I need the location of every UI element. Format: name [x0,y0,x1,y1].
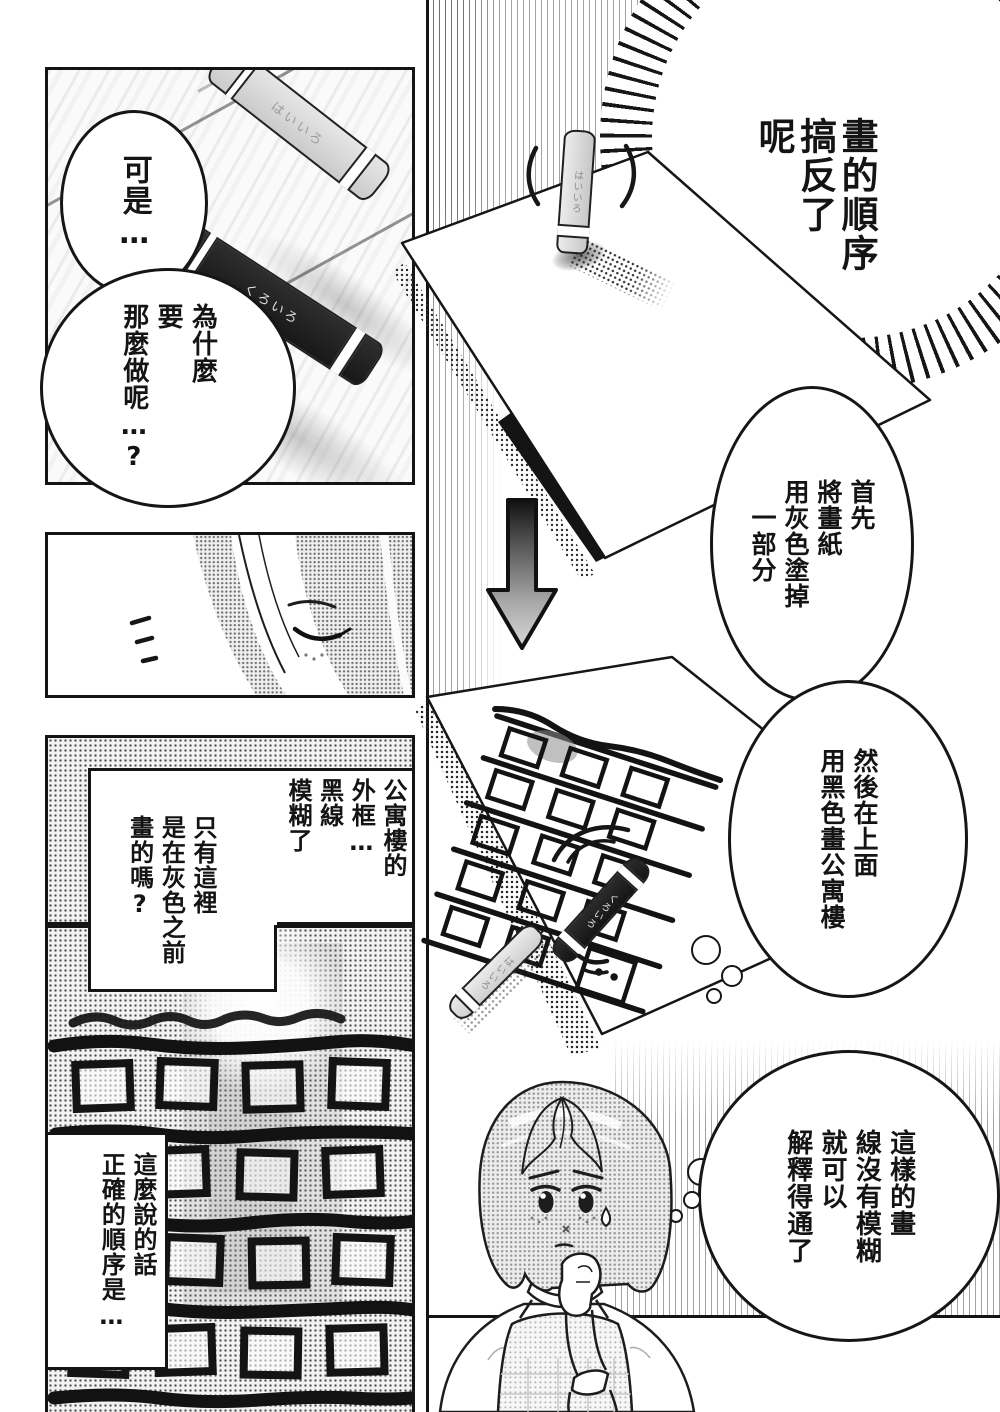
bang-strand [258,535,300,658]
silence-dash-icon [140,655,159,664]
freckle [320,653,324,657]
floor-band [48,1388,412,1409]
freckle [304,653,308,657]
crayon-wrapper-band [224,70,261,100]
hair-gap [380,535,412,695]
thought-bump [691,935,721,965]
bang-strand [238,535,286,674]
motion-tick-icon [576,953,610,965]
face-closeup-art [129,535,412,695]
table-edge-line [429,1315,1000,1318]
speech-bubble-why-text: 為什麼 要 那麼做呢…? [118,303,218,473]
speech-bubble-first-text: 首先 將畫紙 用灰色塗掉 一部分 [748,479,876,609]
forearm [564,1309,608,1377]
silence-dash-icon [129,615,152,626]
bang-right [559,1096,603,1173]
crayon-wrapper-band [328,326,368,377]
eyelash [338,627,352,637]
speech-bubble-why: 為什麼 要 那麼做呢…? [40,268,296,508]
sweat-drop [600,1206,612,1228]
crayon-wrapper-band [556,223,590,240]
upper-lash [571,1184,602,1192]
wobble-arcs-black-crayon [551,825,631,864]
thought-dot [721,965,743,987]
thought-bubble-then: 然後在上面 用黑色畫公寓樓 [728,680,968,998]
eye [578,1191,594,1213]
building-drawing [421,706,724,1015]
apron-straps [518,1299,610,1319]
sleeve-cuff [570,1369,610,1396]
girl-hair [478,1080,673,1293]
crayon-scribble [68,1009,346,1030]
crayon-wrapper-band [337,146,377,191]
nose-mark [562,1225,570,1233]
crayon-wrapper-band [616,863,645,892]
caption-box-question [88,768,412,925]
motion-arc-icon [619,143,637,209]
eyebrow [572,1169,604,1180]
bang-strand [559,1099,565,1149]
drawing-windows [440,725,671,1006]
burst-text: 畫的順序 搞反了 呢 [752,117,879,273]
paper-shadow-band [395,263,595,578]
floor-band [48,1034,412,1055]
thought-dot [683,1191,701,1209]
gray-crayon: はいいろ [203,70,395,205]
speech-bubble-first: 首先 將畫紙 用灰色塗掉 一部分 [710,386,914,702]
bang-left [521,1096,565,1175]
mouth [554,1243,574,1248]
panel-drawing-closeup [45,925,415,1412]
caption-box-bottom-edge [277,922,412,925]
closed-eye [292,626,343,642]
thought-bubble-then-text: 然後在上面 用黑色畫公寓樓 [817,748,879,930]
caption-box-question-tail [88,925,277,992]
sleeve [567,1389,619,1412]
caption-outline-text: 公寓樓的 外框… 黑線 模糊了 [283,778,407,878]
thought-bubble-explain-text: 這樣的畫 線沒有模糊 就可以 解釋得通了 [782,1128,916,1264]
motion-tick-icon [581,967,609,975]
caption-order-text: 這麼說的話 正確的順序是… [97,1152,157,1331]
thought-dot [706,988,722,1004]
gray-crayon-label: はいいろ [267,98,328,151]
speech-bubble-but: 可是… [60,110,208,296]
tick-marks [576,953,610,975]
floor-band [49,1124,412,1145]
caption-only-here-text: 只有這裡 是在灰色之前 畫的嗎? [125,815,217,965]
girl-portrait [438,1080,696,1412]
freckle [312,657,316,661]
finger-lines [576,1265,593,1283]
panel-face-closeup [45,532,415,698]
eyebrow [287,600,337,609]
eye-highlight [580,1193,586,1199]
face-skin [231,535,348,695]
paper-shadow-band [415,700,601,1056]
motion-arc-icon [551,825,631,863]
motion-arc-icon [566,839,616,864]
paper-edge-taper [498,412,606,562]
upper-lash [530,1184,561,1192]
freckles [530,1216,596,1224]
caption-box-order [48,1132,168,1370]
eye-highlight [540,1193,546,1199]
crayon-drawing-art [48,928,412,1409]
speech-bubble-but-text: 可是… [116,154,152,252]
eyebrow [528,1169,560,1180]
wobble-arcs [526,143,637,209]
window-row [71,1056,391,1114]
eye [538,1191,554,1213]
down-arrow-icon [486,498,558,650]
motion-arc-icon [526,145,541,207]
burst-text-wrap: 畫的順序 搞反了 呢 [690,75,940,315]
thought-bubble-explain: 這樣的畫 線沒有模糊 就可以 解釋得通了 [698,1050,1000,1342]
silence-dash-icon [134,635,155,645]
